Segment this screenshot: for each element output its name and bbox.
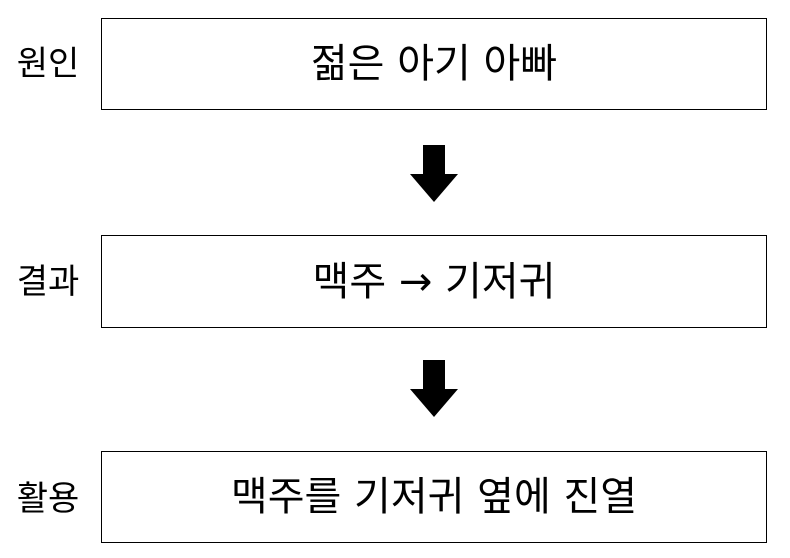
- box-use: 맥주를 기저귀 옆에 진열: [101, 451, 767, 543]
- row-label-result: 결과: [16, 262, 80, 302]
- box-use-text: 맥주를 기저귀 옆에 진열: [230, 474, 638, 520]
- box-result-text: 맥주 → 기저귀: [312, 258, 556, 305]
- row-label-use: 활용: [16, 479, 80, 519]
- down-arrow-icon: [410, 360, 458, 417]
- row-label-cause: 원인: [16, 44, 80, 84]
- box-result: 맥주 → 기저귀: [101, 235, 767, 328]
- box-cause-text: 젊은 아기 아빠: [310, 41, 558, 87]
- box-cause: 젊은 아기 아빠: [101, 18, 767, 110]
- down-arrow-icon: [410, 145, 458, 202]
